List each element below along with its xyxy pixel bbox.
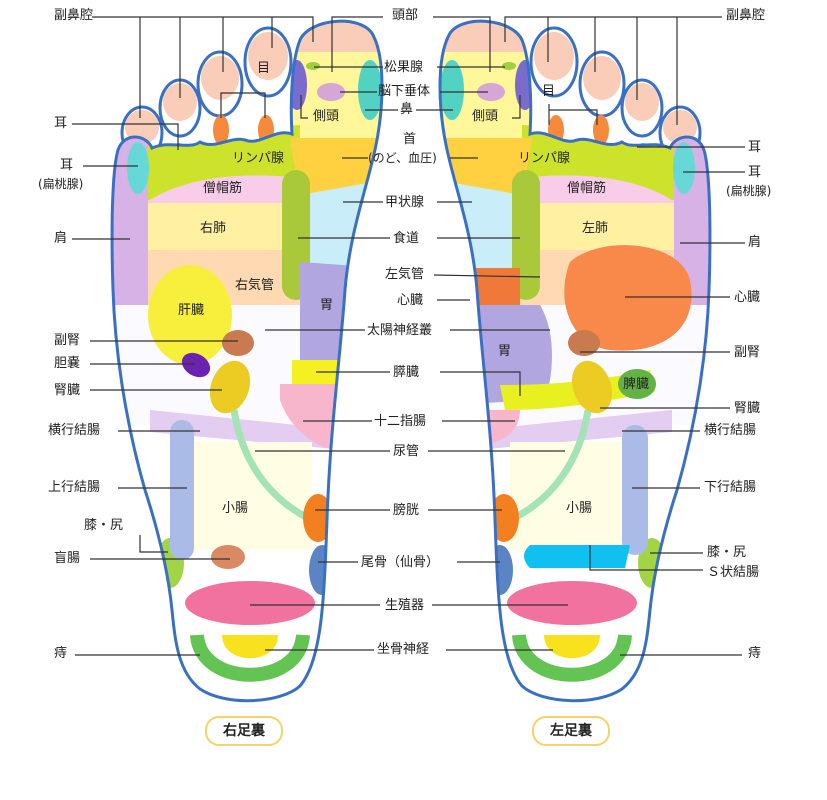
descending-colon xyxy=(622,425,648,555)
cecum xyxy=(211,545,245,569)
label-shoulder-left: 肩 xyxy=(54,231,68,246)
label-knee-hip-left: 膝・尻 xyxy=(84,518,124,533)
label-heart-right: 心臓 xyxy=(734,290,761,305)
label-adrenal-left: 副腎 xyxy=(54,333,81,348)
right-duodenum xyxy=(280,384,345,450)
label-genitals: 生殖器 xyxy=(385,598,425,613)
label-nose: 鼻 xyxy=(400,102,414,117)
label-pituitary: 脳下垂体 xyxy=(378,84,431,99)
gallbladder xyxy=(181,352,211,378)
label-ascending-colon: 上行結腸 xyxy=(48,480,101,495)
label-neck: 首 xyxy=(403,132,417,147)
badge-left-sole: 左足裏 xyxy=(532,716,610,746)
ascending-colon xyxy=(170,420,194,560)
label-small-intestine-right-foot: 小腸 xyxy=(222,501,249,516)
spleen xyxy=(618,369,656,399)
label-knee-hip-right: 膝・尻 xyxy=(707,545,747,560)
liver xyxy=(148,265,232,365)
label-lymph-right-foot: リンパ腺 xyxy=(232,151,285,166)
label-cecum: 盲腸 xyxy=(54,551,81,566)
label-tonsil-note-left: (扁桃腺) xyxy=(38,177,84,191)
label-descending-colon: 下行結腸 xyxy=(704,480,757,495)
label-right-lung: 右肺 xyxy=(200,221,227,236)
label-ear-left: 耳 xyxy=(54,116,68,131)
label-shoulder-right: 肩 xyxy=(748,235,762,250)
label-ureter: 尿管 xyxy=(393,444,420,459)
label-small-intestine-left-foot: 小腸 xyxy=(566,501,593,516)
label-ear-tonsil-left: 耳 xyxy=(60,158,74,173)
sigmoid-colon xyxy=(524,545,630,568)
label-left-lung: 左肺 xyxy=(582,221,609,236)
label-liver: 肝臓 xyxy=(178,303,205,318)
label-solar-plexus: 太陽神経叢 xyxy=(367,323,433,338)
label-spleen: 脾臓 xyxy=(623,377,650,392)
label-hemorrhoid-right: 痔 xyxy=(748,646,762,661)
label-sigmoid-colon: Ｓ状結腸 xyxy=(707,565,760,580)
label-sinus-left: 副鼻腔 xyxy=(54,8,94,23)
label-trapezius-left-foot: 僧帽筋 xyxy=(567,181,607,196)
heart xyxy=(564,245,692,351)
label-neck-note: (のど、血圧) xyxy=(368,151,437,165)
label-lymph-left-foot: リンパ腺 xyxy=(518,151,571,166)
label-sciatic: 坐骨神経 xyxy=(377,642,430,657)
label-temple-right-foot: 側頭 xyxy=(313,109,340,124)
label-kidney-right: 腎臓 xyxy=(734,401,761,416)
left-bronchus xyxy=(440,268,520,308)
label-temple-left-foot: 側頭 xyxy=(472,109,499,124)
label-hemorrhoid-left: 痔 xyxy=(54,646,68,661)
label-pancreas: 膵臓 xyxy=(393,365,420,380)
label-coccyx: 尾骨（仙骨） xyxy=(361,555,440,570)
label-head: 頭部 xyxy=(392,8,419,23)
label-pineal: 松果腺 xyxy=(384,60,424,75)
label-sinus-right: 副鼻腔 xyxy=(726,8,766,23)
left-sole xyxy=(438,19,712,703)
label-duodenum: 十二指腸 xyxy=(374,414,427,429)
label-transverse-colon-left: 横行結腸 xyxy=(48,423,101,438)
label-ear-tonsil-right: 耳 xyxy=(748,165,762,180)
label-kidney-left: 腎臓 xyxy=(54,383,81,398)
badge-right-sole: 右足裏 xyxy=(205,716,283,746)
right-sole xyxy=(110,19,384,703)
label-tonsil-note-right: (扁桃腺) xyxy=(726,184,772,198)
leader-lines xyxy=(72,16,745,656)
label-stomach-left-foot: 胃 xyxy=(498,344,512,359)
label-thyroid: 甲状腺 xyxy=(385,195,425,210)
label-left-bronchus: 左気管 xyxy=(385,267,425,282)
label-eye-left-foot: 目 xyxy=(542,84,556,99)
label-trapezius-right-foot: 僧帽筋 xyxy=(203,181,243,196)
label-adrenal-right: 副腎 xyxy=(734,345,761,360)
label-ear-right: 耳 xyxy=(748,140,762,155)
label-transverse-colon-right: 横行結腸 xyxy=(704,423,757,438)
label-bladder: 膀胱 xyxy=(393,503,420,518)
label-esophagus: 食道 xyxy=(393,231,420,246)
label-eye-right-foot: 目 xyxy=(257,61,271,76)
label-right-bronchus: 右気管 xyxy=(235,278,275,293)
label-heart-center: 心臓 xyxy=(397,293,424,308)
label-gallbladder: 胆嚢 xyxy=(54,356,81,371)
label-stomach-right-foot: 胃 xyxy=(320,298,334,313)
